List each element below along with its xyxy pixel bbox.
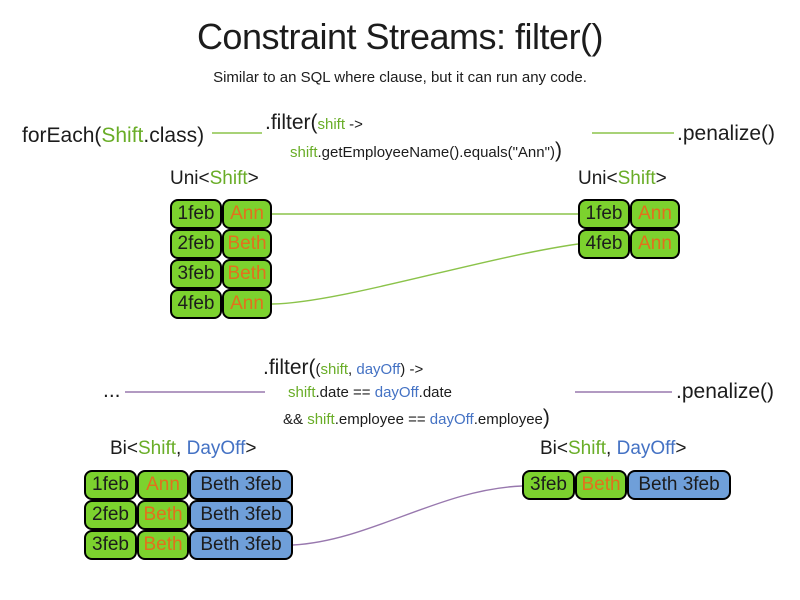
label-text: , <box>176 438 187 459</box>
label-text: DayOff <box>186 438 246 459</box>
shift-row: 2feb Beth <box>170 229 272 259</box>
code-text: .date == <box>315 384 375 401</box>
label-text: Shift <box>617 168 656 189</box>
bifilter-expression-line3: && shift.employee == dayOff.employee) <box>283 406 550 430</box>
filter-expression-line2: shift.getEmployeeName().equals("Ann")) <box>290 139 562 163</box>
shift-row: 1feb Ann <box>578 199 680 229</box>
dayoff-cell: Beth 3feb <box>189 470 293 500</box>
page-title: Constraint Streams: filter() <box>196 16 604 57</box>
code-text: && <box>283 411 308 428</box>
bifilter-expression-line1: .filter((shift, dayOff) -> <box>263 356 423 380</box>
shift-employee-cell: Ann <box>630 229 680 259</box>
shift-employee-cell: Beth <box>137 500 189 530</box>
bi-row: 3feb Beth Beth 3feb <box>522 470 731 500</box>
code-text: ( <box>315 361 321 378</box>
penalize-expression: .penalize() <box>676 380 775 403</box>
shift-row: 4feb Ann <box>578 229 680 259</box>
code-text: dayOff <box>374 384 419 401</box>
code-text: , <box>348 361 357 378</box>
label-text: > <box>247 168 259 189</box>
shift-date-cell: 4feb <box>578 229 630 259</box>
penalize-expression: .penalize() <box>677 122 776 145</box>
label-text: Uni< <box>578 168 618 189</box>
stream-type-label: Bi<Shift, DayOff> <box>110 438 256 460</box>
label-text: > <box>245 438 257 459</box>
stream-continuation-dots: ... <box>103 379 121 402</box>
label-text: DayOff <box>616 438 676 459</box>
shift-row: 1feb Ann <box>170 199 272 229</box>
label-text: Shift <box>568 438 607 459</box>
code-text: .date <box>418 384 453 401</box>
shift-employee-cell: Ann <box>137 470 189 500</box>
shift-date-cell: 1feb <box>170 199 222 229</box>
code-text: .filter( <box>265 111 318 134</box>
filter-expression-line1: .filter(shift -> <box>265 111 363 135</box>
shift-date-cell: 3feb <box>84 530 137 560</box>
shift-date-cell: 2feb <box>84 500 137 530</box>
label-text: > <box>675 438 687 459</box>
shift-employee-cell: Beth <box>222 229 272 259</box>
shift-employee-cell: Ann <box>222 199 272 229</box>
label-text: > <box>655 168 667 189</box>
code-text: shift <box>288 384 316 401</box>
foreach-expression: forEach(Shift.class) <box>22 124 204 148</box>
shift-row: 3feb Beth <box>170 259 272 289</box>
shift-employee-cell: Beth <box>222 259 272 289</box>
code-text: .getEmployeeName().equals("Ann") <box>317 144 555 161</box>
bi-row: 1feb Ann Beth 3feb <box>84 470 293 500</box>
code-text: dayOff <box>356 361 401 378</box>
dayoff-cell: Beth 3feb <box>627 470 731 500</box>
code-text: ) -> <box>400 361 424 378</box>
connector-3feb-beth-pair <box>292 485 523 546</box>
shift-date-cell: 4feb <box>170 289 222 319</box>
label-text: Shift <box>138 438 177 459</box>
code-text: Shift <box>101 124 144 147</box>
shift-employee-cell: Ann <box>222 289 272 319</box>
stream-type-label: Uni<Shift> <box>170 168 259 190</box>
bifilter-expression-line2: shift.date == dayOff.date <box>288 384 452 401</box>
code-text: dayOff <box>429 411 474 428</box>
code-text: .class) <box>143 124 205 147</box>
label-text: Uni< <box>170 168 210 189</box>
stream-type-label: Bi<Shift, DayOff> <box>540 438 686 460</box>
shift-employee-cell: Ann <box>630 199 680 229</box>
page-subtitle: Similar to an SQL where clause, but it c… <box>213 69 587 86</box>
code-text: .employee <box>473 411 543 428</box>
label-text: Bi< <box>110 438 138 459</box>
code-text: forEach( <box>22 124 102 147</box>
connector-4feb-ann <box>271 243 579 305</box>
code-text: ) <box>554 139 562 162</box>
label-text: Bi< <box>540 438 568 459</box>
shift-employee-cell: Beth <box>575 470 627 500</box>
label-text: , <box>606 438 617 459</box>
dayoff-cell: Beth 3feb <box>189 500 293 530</box>
shift-row: 4feb Ann <box>170 289 272 319</box>
code-text: shift <box>320 361 349 378</box>
code-text: shift <box>317 116 346 133</box>
code-text: .filter( <box>263 356 316 379</box>
shift-date-cell: 1feb <box>84 470 137 500</box>
dayoff-cell: Beth 3feb <box>189 530 293 560</box>
bi-row: 2feb Beth Beth 3feb <box>84 500 293 530</box>
code-text: ) <box>542 406 550 429</box>
shift-employee-cell: Beth <box>137 530 189 560</box>
shift-date-cell: 2feb <box>170 229 222 259</box>
shift-date-cell: 3feb <box>522 470 575 500</box>
code-text: -> <box>345 116 363 133</box>
code-text: .employee == <box>334 411 430 428</box>
code-text: shift <box>290 144 318 161</box>
code-text: shift <box>307 411 335 428</box>
bi-row: 3feb Beth Beth 3feb <box>84 530 293 560</box>
stream-type-label: Uni<Shift> <box>578 168 667 190</box>
label-text: Shift <box>209 168 248 189</box>
shift-date-cell: 1feb <box>578 199 630 229</box>
shift-date-cell: 3feb <box>170 259 222 289</box>
